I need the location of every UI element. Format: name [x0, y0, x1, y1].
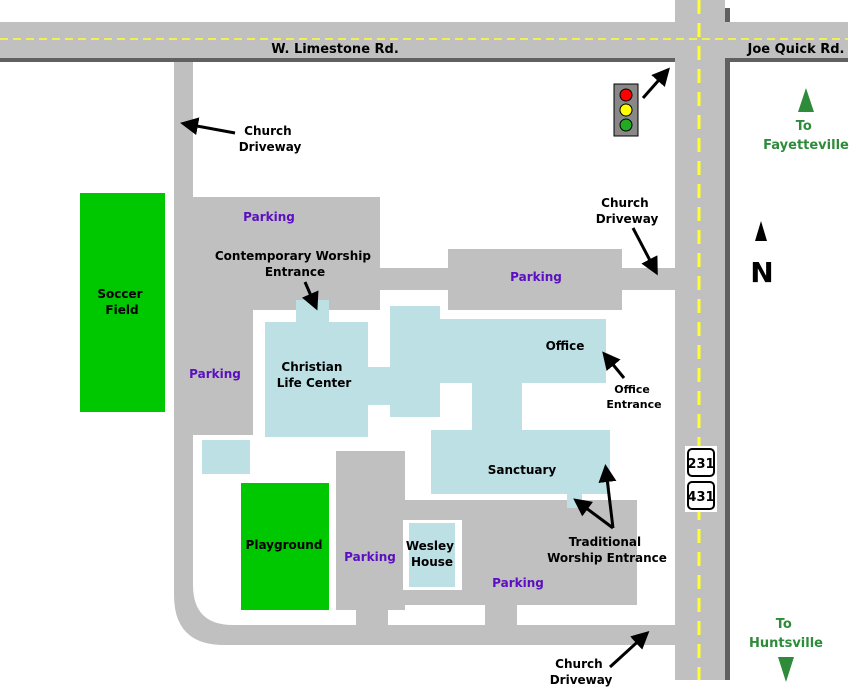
us-231-shield: 231 — [687, 457, 714, 472]
parking-label: Parking — [243, 210, 295, 224]
arrow-icon — [608, 630, 650, 669]
arrow-icon — [301, 281, 319, 311]
soccer-field-label: Soccer Field — [97, 287, 146, 317]
parking-south-west — [336, 451, 405, 610]
arrow-icon — [598, 464, 617, 529]
arrow-icon — [602, 351, 626, 379]
playground-label: Playground — [246, 538, 323, 552]
church-driveway-west-label: Church Driveway — [239, 124, 302, 154]
office — [440, 319, 606, 383]
down-arrow-icon — [778, 657, 794, 682]
contemporary-entrance-vestibule — [296, 300, 329, 322]
north-arrow-icon — [755, 221, 767, 241]
contemporary-worship-entrance-label: Contemporary Worship Entrance — [215, 249, 375, 279]
to-huntsville: To Huntsville — [749, 617, 823, 651]
christian-life-center — [265, 322, 368, 437]
sanctuary — [431, 430, 610, 494]
parking-label: Parking — [492, 576, 544, 590]
wesley-house — [409, 523, 455, 587]
office-label: Office — [546, 339, 585, 353]
traffic-light-icon — [613, 83, 639, 137]
highway-shields: 231 431 — [685, 446, 717, 512]
south-connector-1 — [356, 605, 388, 627]
soccer-field — [80, 193, 165, 412]
christian-life-center-label: Christian Life Center — [277, 360, 352, 390]
arrow-icon — [180, 117, 236, 136]
church-driveway-south-label: Church Driveway — [550, 657, 613, 687]
up-arrow-icon — [798, 88, 814, 112]
traditional-entrance-vestibule — [567, 494, 582, 508]
traditional-worship-entrance-label: Traditional Worship Entrance — [547, 535, 667, 565]
wesley-house-label: Wesley House — [406, 539, 458, 569]
parking-north — [448, 249, 622, 310]
parking-label: Parking — [510, 270, 562, 284]
sanctuary-label: Sanctuary — [488, 463, 557, 477]
parking-west — [193, 310, 253, 435]
building-connector — [368, 367, 390, 405]
road-name-joe-quick: Joe Quick Rd. — [746, 42, 844, 57]
arrow-icon — [573, 498, 614, 530]
arrow-icon — [641, 67, 670, 99]
parking-northwest — [193, 197, 380, 310]
us-431-shield: 431 — [687, 490, 714, 505]
arrow-icon — [631, 227, 658, 276]
playground — [241, 483, 329, 610]
compass-north: N — [750, 256, 773, 289]
highway-231-431 — [675, 0, 725, 680]
office-entrance-label: Office Entrance — [606, 383, 661, 411]
arrows — [180, 67, 670, 669]
church-driveway-east-label: Church Driveway — [596, 196, 659, 226]
hall — [472, 383, 522, 430]
parking-label: Parking — [189, 367, 241, 381]
to-fayetteville: To Fayetteville — [763, 119, 849, 153]
south-connector-2 — [485, 605, 517, 627]
office-wing — [390, 306, 440, 417]
small-building — [202, 440, 250, 474]
parking-label: Parking — [344, 550, 396, 564]
buildings — [202, 300, 610, 590]
road-name-w-limestone: W. Limestone Rd. — [271, 42, 399, 57]
